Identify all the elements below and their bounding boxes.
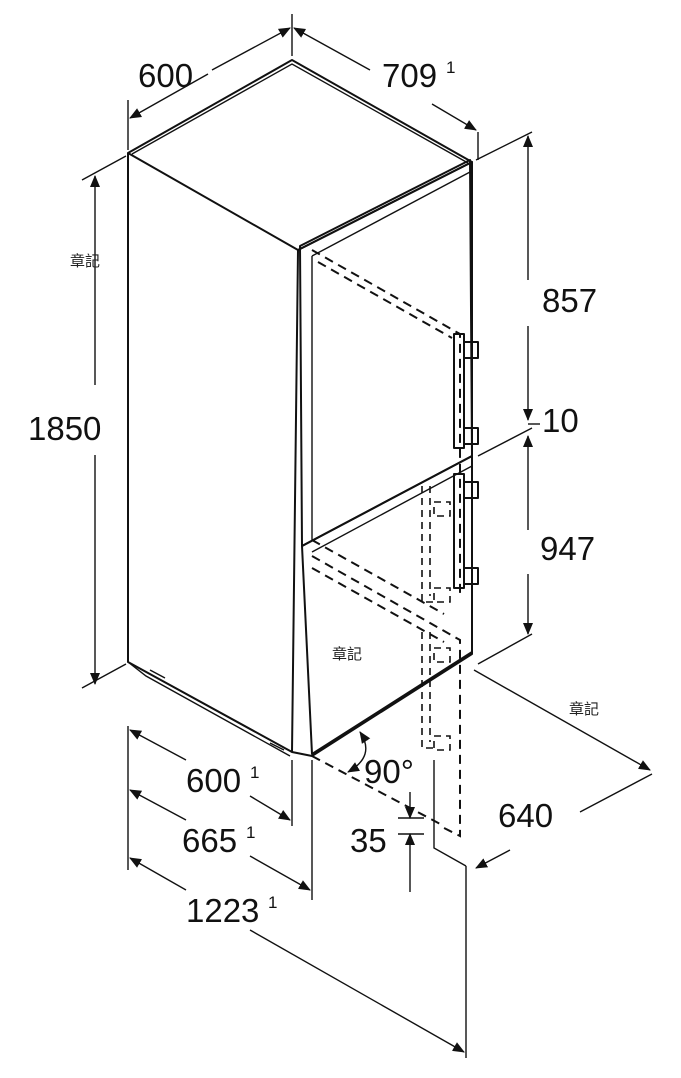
label-upper-door: 857 [542, 282, 597, 319]
label-lower-door: 947 [540, 530, 595, 567]
lower-handle [453, 473, 479, 589]
label-top-depth: 709 [382, 57, 437, 94]
upper-handle [453, 333, 479, 449]
label-depth-body: 600 [186, 762, 241, 799]
label-depth-body-note: 1 [250, 763, 259, 782]
label-open-width: 640 [498, 797, 553, 834]
label-door-offset: 35 [350, 822, 387, 859]
stamp-marks: 章記 章記 章記 [70, 252, 599, 718]
dimension-labels: 600 709 1 1850 857 10 947 640 600 1 665 … [28, 57, 597, 929]
dimension-lines [81, 14, 653, 1058]
lower-door [301, 455, 473, 755]
stamp-mark: 章記 [569, 700, 599, 718]
label-depth-door-open-note: 1 [268, 893, 277, 912]
upper-door [299, 159, 473, 547]
stamp-mark: 章記 [332, 645, 362, 663]
label-top-depth-note: 1 [446, 58, 455, 77]
label-depth-with-door: 665 [182, 822, 237, 859]
label-gap: 10 [542, 402, 579, 439]
label-door-angle: 90° [364, 753, 414, 790]
label-depth-door-open: 1223 [186, 892, 259, 929]
stamp-mark: 章記 [70, 252, 100, 270]
label-depth-with-door-note: 1 [246, 823, 255, 842]
label-total-height: 1850 [28, 410, 101, 447]
door-open-ghost [311, 249, 467, 867]
cabinet-body [127, 59, 473, 757]
label-top-width: 600 [138, 57, 193, 94]
